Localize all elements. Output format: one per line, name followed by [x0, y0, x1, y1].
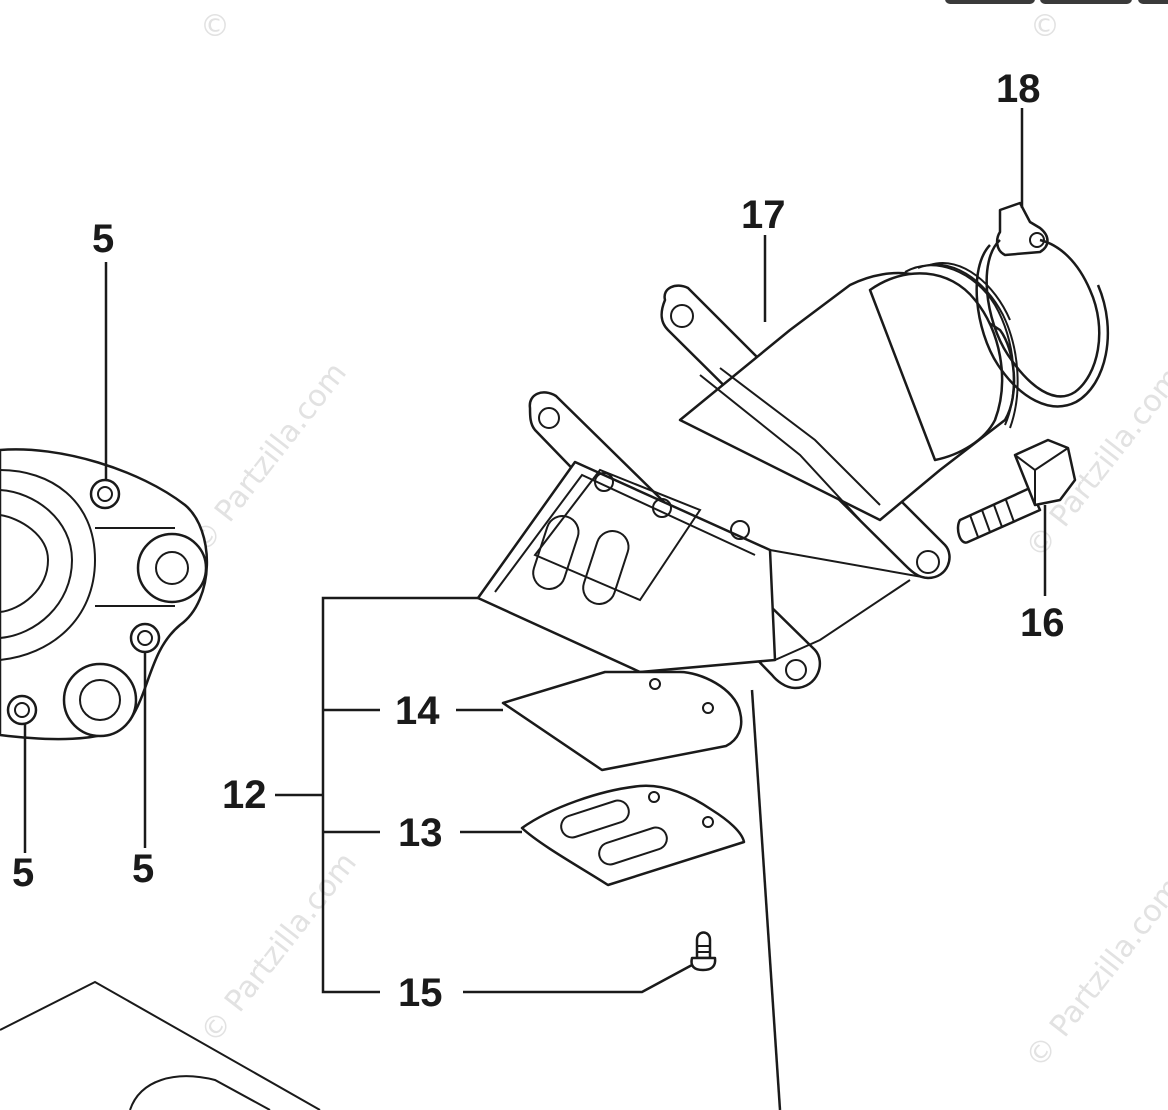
watermark-copyright-2: © — [1030, 9, 1060, 44]
leader-lines — [23, 108, 1047, 1110]
toolbar-button-right[interactable] — [1138, 0, 1168, 4]
callout-15: 15 — [398, 971, 443, 1015]
callout-12: 12 — [222, 773, 267, 817]
callout-17: 17 — [741, 193, 786, 237]
hose-clamp-part-18 — [975, 201, 1110, 408]
intake-manifold-part-17 — [660, 262, 1019, 580]
toolbar-button-middle[interactable] — [1040, 0, 1132, 4]
toolbar-button-left[interactable] — [945, 0, 1035, 4]
callout-5-top: 5 — [92, 217, 114, 261]
callout-13: 13 — [398, 811, 443, 855]
reed-valve-assembly-part-12 — [476, 391, 929, 690]
reed-petal-part-14 — [501, 670, 743, 772]
callout-18: 18 — [996, 67, 1041, 111]
callout-16: 16 — [1020, 601, 1065, 645]
watermark-text-4: © Partzilla.com — [1019, 871, 1168, 1075]
callout-14: 14 — [395, 689, 440, 733]
watermark-text-3: © Partzilla.com — [194, 846, 364, 1050]
screw-part-15 — [690, 931, 717, 972]
callout-labels: 5 5 5 12 13 14 15 16 17 18 — [12, 67, 1065, 1015]
reed-stopper-part-13 — [520, 784, 746, 887]
callout-5-left: 5 — [12, 851, 34, 895]
callout-5-right: 5 — [132, 847, 154, 891]
lower-housing-part — [0, 980, 321, 1110]
crankcase-part — [0, 448, 209, 741]
watermark-copyright-1: © — [200, 9, 230, 44]
bolt-part-16 — [956, 438, 1077, 544]
watermark-text-1: © Partzilla.com — [184, 356, 354, 560]
